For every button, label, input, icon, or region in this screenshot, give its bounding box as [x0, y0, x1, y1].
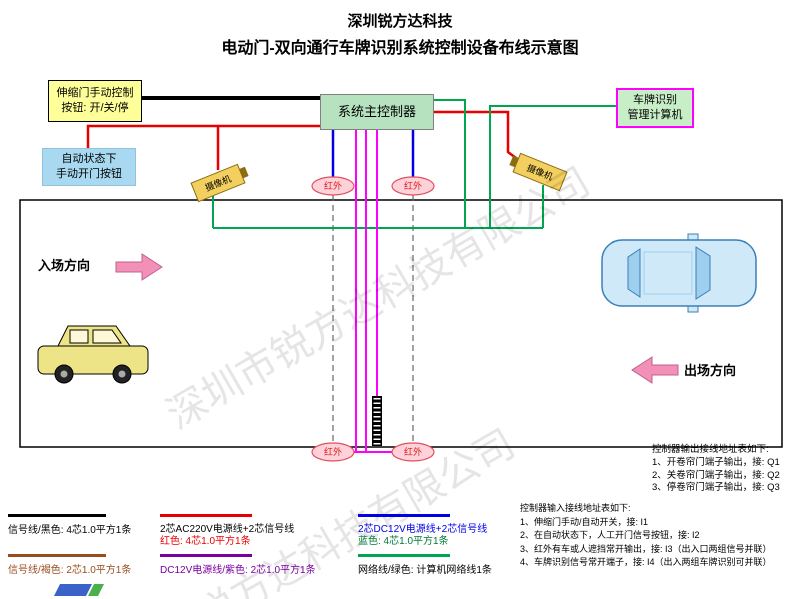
legend-sample-red	[160, 514, 252, 517]
car-body	[601, 239, 757, 307]
legend-label-red-1: 2芯AC220V电源线+2芯信号线	[160, 524, 295, 535]
infrared-sensor-bottom-left: 红外	[311, 442, 355, 462]
infrared-oval	[311, 442, 355, 462]
car-rear-window	[627, 248, 641, 298]
logo-shape-blue	[54, 584, 92, 596]
legend-label-blue-1: 2芯DC12V电源线+2芯信号线	[358, 524, 488, 535]
controller-label: 系统主控制器	[337, 104, 416, 120]
output-table-row: 3、停卷帘门端子输出，接: Q3	[652, 482, 780, 494]
auto-box-line1: 自动状态下	[61, 153, 117, 166]
diagram-title: 电动门-双向通行车牌识别系统控制设备布线示意图	[221, 40, 579, 57]
legend-sample-brown	[8, 554, 106, 557]
camera-left-lens	[239, 166, 249, 179]
exit-arrow-icon	[631, 356, 679, 384]
car-top-blue	[601, 233, 757, 313]
infrared-oval	[311, 176, 355, 196]
system-main-controller-box: 系统主控制器	[320, 94, 434, 130]
computer-box-line1: 车牌识别	[633, 94, 677, 107]
retract-box-line2: 按钮: 开/关/停	[61, 102, 129, 114]
legend-sample-black	[8, 514, 106, 517]
legend-label-black: 信号线/黑色: 4芯1.0平方1条	[8, 525, 132, 536]
input-wiring-table: 控制器输入接线地址表如下: 1、伸缩门手动/自动开关，接: I1 2、在自动状态…	[520, 502, 772, 570]
output-table-row: 2、关卷帘门端子输出，接: Q2	[652, 469, 780, 481]
input-table-title: 控制器输入接线地址表如下:	[520, 503, 631, 513]
output-table-row: 1、开卷帘门端子输出，接: Q1	[652, 456, 780, 468]
input-table-row: 4、车牌识别信号常开端子，接: I4（出入两组车牌识别可并联）	[520, 557, 772, 567]
car-windshield	[695, 246, 711, 300]
legend-sample-purple	[160, 554, 252, 557]
company-title: 深圳锐方达科技	[347, 13, 453, 30]
input-table-row: 2、在自动状态下，人工开门信号按钮，接: I2	[520, 530, 700, 540]
car-window-front	[92, 329, 122, 344]
auto-mode-manual-open-button-box: 自动状态下 手动开门按钮	[42, 148, 136, 186]
car-hubcap	[60, 370, 68, 378]
computer-box-line2: 管理计算机	[627, 109, 683, 121]
car-window-rear	[69, 329, 89, 344]
logo-mark	[54, 584, 104, 596]
entry-direction-label: 入场方向	[38, 258, 90, 273]
entry-arrow-icon	[115, 253, 163, 281]
legend-label-red-2: 红色: 4芯1.0平方1条	[160, 536, 251, 547]
infrared-sensor-top-left: 红外	[311, 176, 355, 196]
exit-direction-label: 出场方向	[684, 363, 736, 378]
infrared-label: 红外	[324, 446, 342, 457]
network-wire-green-controller	[432, 99, 466, 228]
output-wiring-table: 控制器输出接线地址表如下: 1、开卷帘门端子输出，接: Q1 2、关卷帘门端子输…	[652, 444, 780, 495]
legend-label-green: 网络线/绿色: 计算机网络线1条	[358, 565, 492, 576]
car-body	[37, 345, 149, 375]
infrared-oval	[391, 176, 435, 196]
retract-gate-manual-control-box: 伸缩门手动控制 按钮: 开/关/停	[48, 80, 142, 122]
camera-right-lens	[509, 155, 519, 168]
plate-recognition-computer-box: 车牌识别 管理计算机	[616, 88, 694, 128]
car-roof	[643, 251, 693, 295]
legend-label-brown: 信号线/褐色: 2芯1.0平方1条	[8, 565, 132, 576]
network-wire-green-computer	[489, 105, 618, 228]
logo-shape-green	[88, 584, 104, 596]
auto-box-line2: 手动开门按钮	[56, 168, 122, 180]
camera-right: 摄像机	[509, 152, 568, 192]
infrared-sensor-bottom-right: 红外	[391, 442, 435, 462]
legend-label-purple: DC12V电源线/紫色: 2芯1.0平方1条	[160, 565, 316, 576]
power-wire-red-camera-right	[432, 110, 525, 165]
infrared-oval	[391, 442, 435, 462]
infrared-label: 红外	[324, 180, 342, 191]
camera-left-body	[190, 163, 246, 203]
road-area	[19, 199, 783, 448]
retract-box-line1: 伸缩门手动控制	[56, 87, 134, 100]
camera-left: 摄像机	[190, 163, 249, 203]
legend-sample-blue	[358, 514, 450, 517]
car-hubcap	[118, 370, 126, 378]
infrared-label: 红外	[404, 446, 422, 457]
infrared-label: 红外	[404, 180, 422, 191]
input-table-row: 1、伸缩门手动/自动开关，接: I1	[520, 516, 649, 527]
input-table-row: 3、红外有车或人遮挡常开输出，接: I3（出入口两组信号并联）	[520, 543, 772, 554]
legend-sample-green	[358, 554, 450, 557]
output-table-title: 控制器输出接线地址表如下:	[652, 444, 769, 455]
power-wire-red-left	[86, 124, 320, 148]
infrared-sensor-top-right: 红外	[391, 176, 435, 196]
legend-label-blue-2: 蓝色: 4芯1.0平方1条	[358, 536, 449, 547]
car-side-yellow	[37, 325, 149, 384]
